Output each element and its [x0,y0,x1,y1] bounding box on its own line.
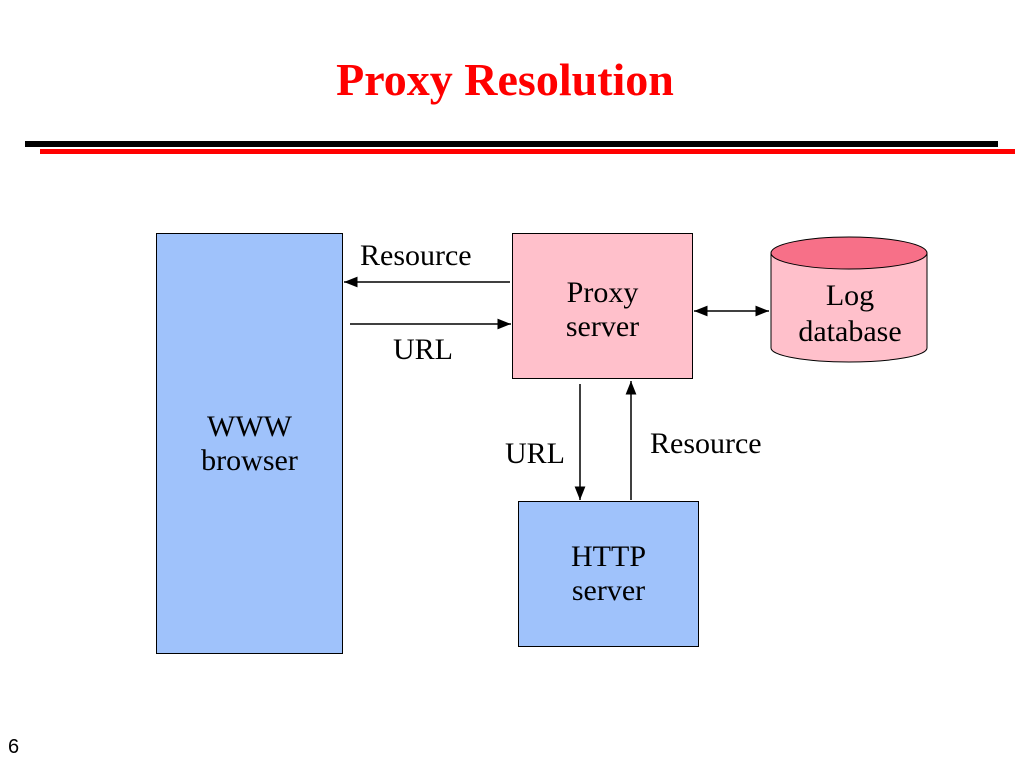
proxy-server-label-line2: server [565,310,640,343]
proxy-server-box: Proxy server [512,233,693,379]
edge-label-url-to-http: URL [505,437,565,470]
log-database-cylinder [770,236,928,363]
slide-title: Proxy Resolution [336,54,674,105]
www-browser-label-line1: WWW [207,409,292,443]
log-database-label-line2: database [798,315,902,348]
http-server-label-line2: server [571,574,646,607]
edge-label-resource-to-proxy: Resource [650,427,762,460]
edge-label-url-to-proxy: URL [393,333,453,366]
log-database-label: Log database [772,278,928,350]
title-divider-red [40,149,1015,154]
www-browser-box: WWW browser [156,233,343,654]
http-server-box: HTTP server [518,501,699,647]
edge-label-resource-to-browser: Resource [360,239,472,272]
log-database-label-line1: Log [825,279,875,312]
www-browser-label-line2: browser [201,443,298,477]
slide-number: 6 [8,736,20,758]
http-server-label-line1: HTTP [571,540,646,573]
title-divider-black [25,141,998,147]
proxy-server-label-line1: Proxy [566,276,639,309]
